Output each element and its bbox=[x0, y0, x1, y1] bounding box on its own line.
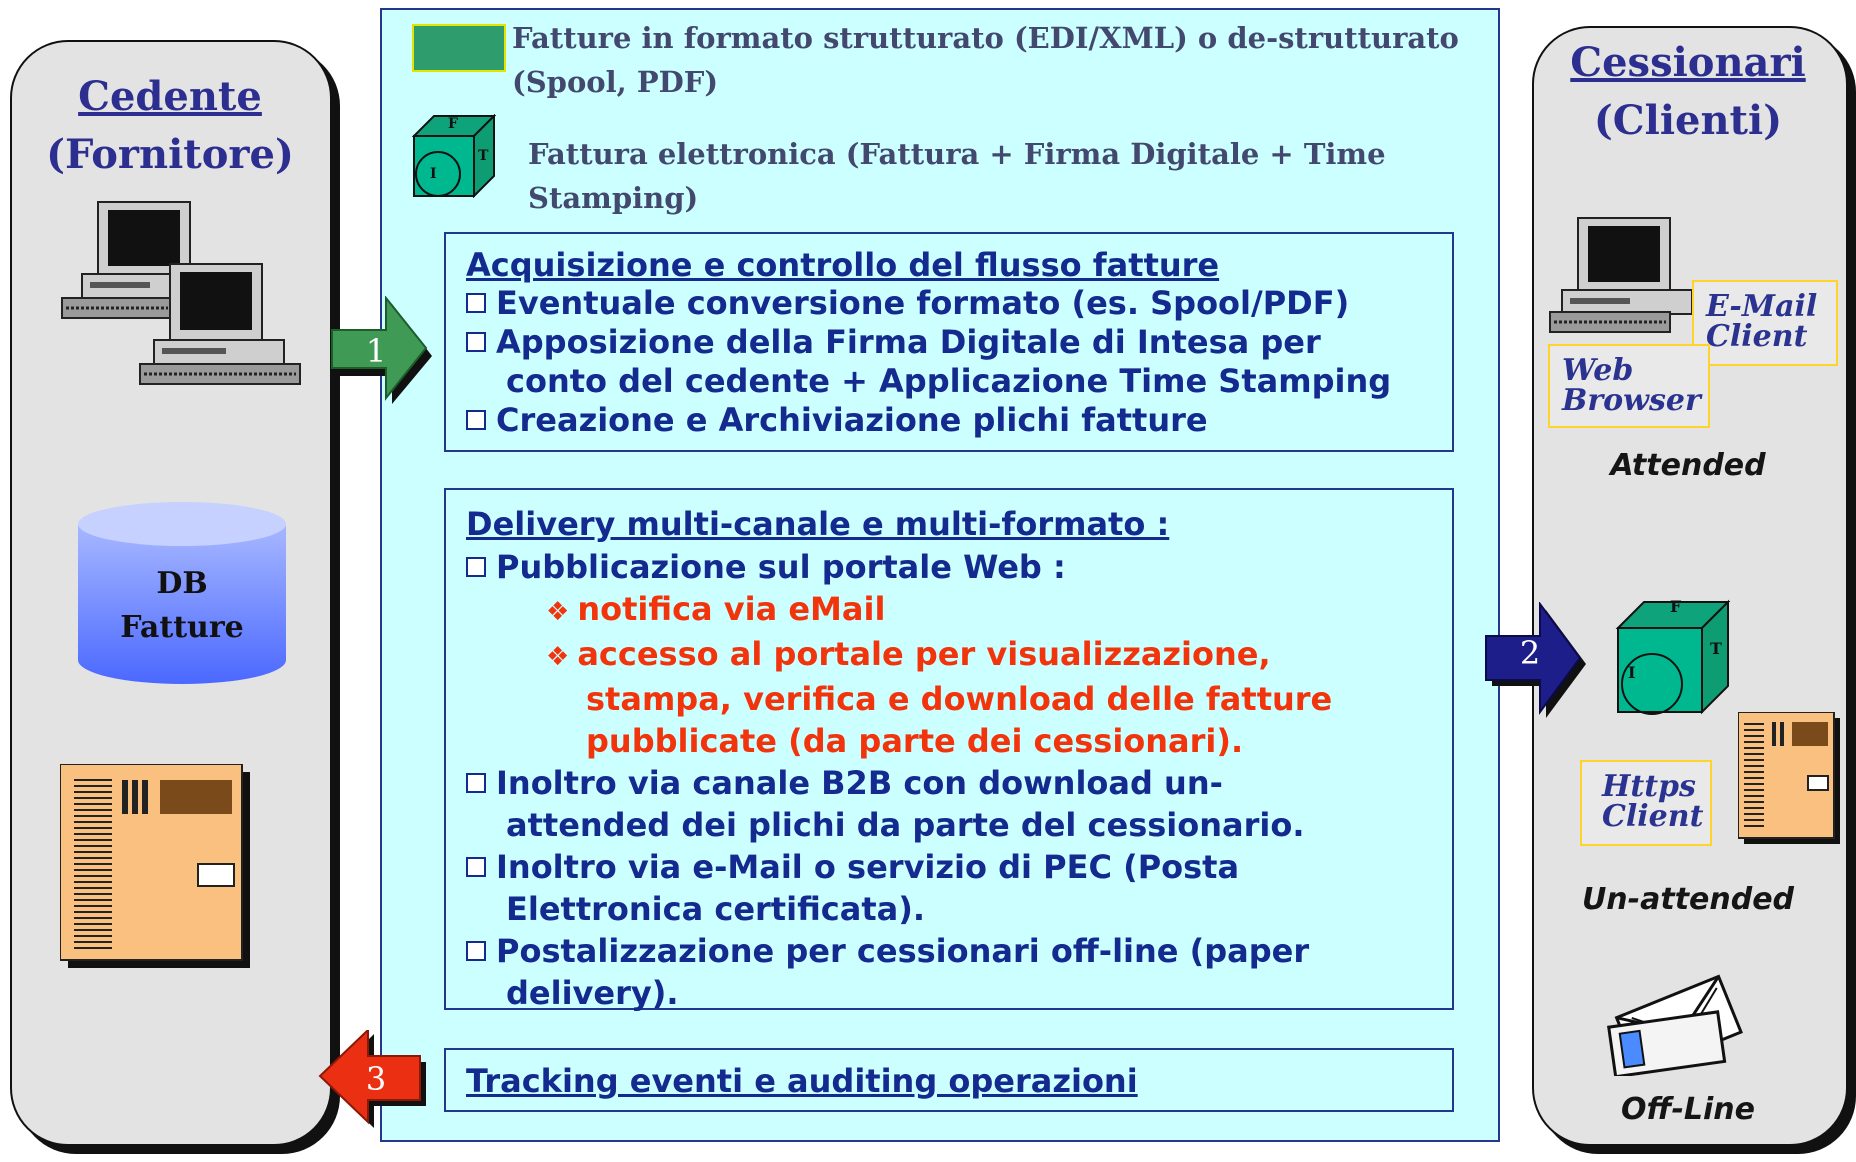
unattended-label: Un-attended bbox=[1581, 882, 1795, 917]
acquisition-item: Creazione e Archiviazione plichi fatture bbox=[466, 401, 1452, 440]
email-client-label: E-Mail Client bbox=[1692, 280, 1838, 366]
delivery-item: Inoltro via canale B2B con download un- bbox=[466, 762, 1452, 804]
delivery-item-cont: Elettronica certificata). bbox=[506, 890, 926, 928]
tracking-box: Tracking eventi e auditing operazioni bbox=[444, 1048, 1454, 1112]
legend-item-2: Fattura elettronica (Fattura + Firma Dig… bbox=[528, 137, 1386, 215]
acquisition-item-cont: conto del cedente + Applicazione Time St… bbox=[506, 362, 1392, 400]
arrow-3-icon bbox=[318, 1030, 426, 1128]
arrow-3-number: 3 bbox=[365, 1060, 387, 1098]
delivery-item: Pubblicazione sul portale Web : bbox=[466, 546, 1452, 588]
delivery-subitem: ❖notifica via eMail bbox=[466, 588, 1452, 633]
acquisition-header: Acquisizione e controllo del flusso fatt… bbox=[466, 246, 1220, 284]
cessionari-panel bbox=[1532, 26, 1848, 1146]
delivery-header: Delivery multi-canale e multi-formato : bbox=[466, 505, 1170, 543]
arrow-2-number: 2 bbox=[1519, 634, 1541, 672]
client-server-icon bbox=[1738, 712, 1840, 844]
acquisition-item: Apposizione della Firma Digitale di Inte… bbox=[466, 323, 1452, 362]
db-label: DB Fatture bbox=[120, 566, 244, 645]
checkbox-icon bbox=[466, 857, 486, 877]
cube-t-text: T bbox=[1710, 639, 1722, 658]
delivery-item: Postalizzazione per cessionari off-line … bbox=[466, 930, 1452, 972]
delivery-subitem-cont: stampa, verifica e download delle fattur… bbox=[586, 680, 1333, 718]
diamond-bullet-icon: ❖ bbox=[546, 642, 570, 672]
arrow-1-number: 1 bbox=[365, 332, 387, 370]
structured-invoice-swatch bbox=[412, 24, 506, 72]
checkbox-icon bbox=[466, 410, 486, 430]
arrow-1-icon bbox=[331, 296, 432, 404]
cube-i-text: I bbox=[1628, 663, 1635, 682]
acquisition-box: Acquisizione e controllo del flusso fatt… bbox=[444, 232, 1454, 452]
offline-label: Off-Line bbox=[1620, 1092, 1756, 1127]
delivery-item-cont: delivery). bbox=[506, 974, 679, 1012]
cube-f-text: F bbox=[1670, 598, 1682, 616]
server-icon bbox=[60, 764, 250, 968]
delivery-subitem-cont: pubblicate (da parte dei cessionari). bbox=[586, 722, 1244, 760]
envelope-icon bbox=[1607, 974, 1743, 1076]
checkbox-icon bbox=[466, 941, 486, 961]
computer-icon bbox=[61, 201, 301, 385]
legend-cube-i: I bbox=[430, 166, 437, 182]
checkbox-icon bbox=[466, 557, 486, 577]
cedente-title: Cedente (Fornitore) bbox=[46, 73, 294, 178]
legend-cube-icon: F T I bbox=[412, 114, 496, 198]
checkbox-icon bbox=[466, 293, 486, 313]
https-client-label: Https Client bbox=[1580, 760, 1712, 846]
tracking-header: Tracking eventi e auditing operazioni bbox=[466, 1062, 1138, 1100]
legend-cube-t: T bbox=[478, 148, 489, 164]
delivery-box: Delivery multi-canale e multi-formato : … bbox=[444, 488, 1454, 1012]
legend-cube-f: F bbox=[448, 116, 458, 132]
database-icon bbox=[78, 502, 286, 684]
e-invoice-cube-icon: F T I bbox=[1615, 598, 1731, 715]
diamond-bullet-icon: ❖ bbox=[546, 597, 570, 627]
arrow-2-icon bbox=[1485, 602, 1586, 718]
checkbox-icon bbox=[466, 332, 486, 352]
cessionari-title: Cessionari (Clienti) bbox=[1570, 39, 1806, 144]
checkbox-icon bbox=[466, 773, 486, 793]
delivery-subitem: ❖accesso al portale per visualizzazione, bbox=[466, 633, 1452, 678]
client-computer-icon bbox=[1549, 217, 1693, 333]
attended-label: Attended bbox=[1610, 448, 1766, 483]
delivery-item-cont: attended dei plichi da parte del cession… bbox=[506, 806, 1305, 844]
acquisition-item: Eventuale conversione formato (es. Spool… bbox=[466, 284, 1452, 323]
web-browser-label: Web Browser bbox=[1548, 344, 1710, 428]
legend-item-1: Fatture in formato strutturato (EDI/XML)… bbox=[512, 21, 1459, 99]
delivery-item: Inoltro via e-Mail o servizio di PEC (Po… bbox=[466, 846, 1452, 888]
